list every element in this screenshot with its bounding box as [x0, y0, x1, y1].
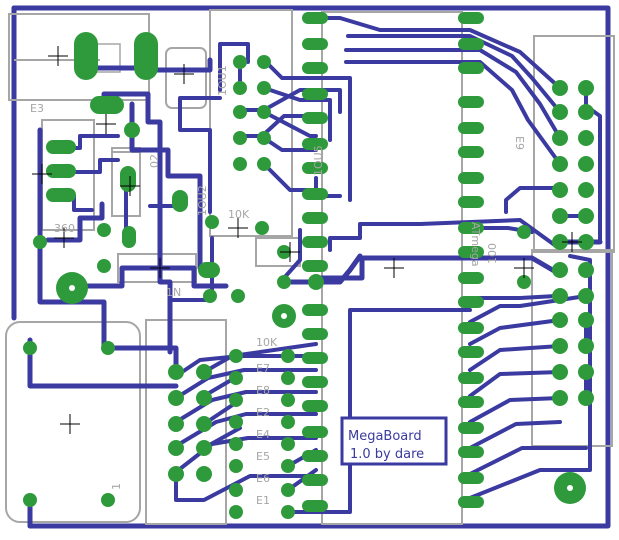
- label-e6: E6: [256, 472, 270, 485]
- label-ic2: 1OU2: [196, 185, 209, 216]
- label-10k-a: 10K: [228, 208, 250, 221]
- right-header-lower: [552, 262, 594, 504]
- label-mcu: ATmega: [469, 222, 482, 267]
- pads: [23, 12, 594, 519]
- lower-left-header: [168, 364, 212, 482]
- title-block: MegaBoard 1.0 by dare: [340, 416, 448, 466]
- silkscreen-outlines: [5, 9, 615, 525]
- label-10k-b: 10K: [256, 336, 278, 349]
- label-1n: 1N: [166, 286, 181, 299]
- silkscreen-labels: E3 E9 1OU1 1OU2 1OU5 02 10K 10K 360 1N A…: [30, 65, 526, 507]
- label-e1: E1: [256, 494, 270, 507]
- label-100: 100: [486, 243, 499, 264]
- board-title: MegaBoard: [348, 429, 422, 444]
- mcu-right-pins: [458, 12, 484, 508]
- misc-pads: [23, 32, 531, 507]
- top-ic-pads: [233, 55, 271, 171]
- board-subtitle: 1.0 by dare: [350, 447, 424, 462]
- label-e5: E5: [256, 450, 270, 463]
- label-360: 360: [54, 222, 75, 235]
- resistor-array-pads: [229, 349, 295, 519]
- mcu-left-pins: [302, 12, 328, 512]
- reference-marks: [32, 46, 582, 434]
- title-box: [340, 416, 448, 466]
- label-e2: E2: [256, 406, 270, 419]
- label-e8: E8: [256, 384, 270, 397]
- label-pin1: 1: [110, 483, 123, 490]
- label-q1: 02: [148, 154, 161, 168]
- label-ic1: 1OU1: [216, 65, 229, 96]
- label-e4: E4: [256, 428, 270, 441]
- label-e7: E7: [256, 362, 270, 375]
- label-e9: E9: [513, 136, 526, 150]
- label-e3: E3: [30, 102, 44, 115]
- label-ic3: 1OU5: [312, 145, 325, 176]
- traces: [27, 16, 603, 529]
- right-header-upper: [552, 80, 594, 250]
